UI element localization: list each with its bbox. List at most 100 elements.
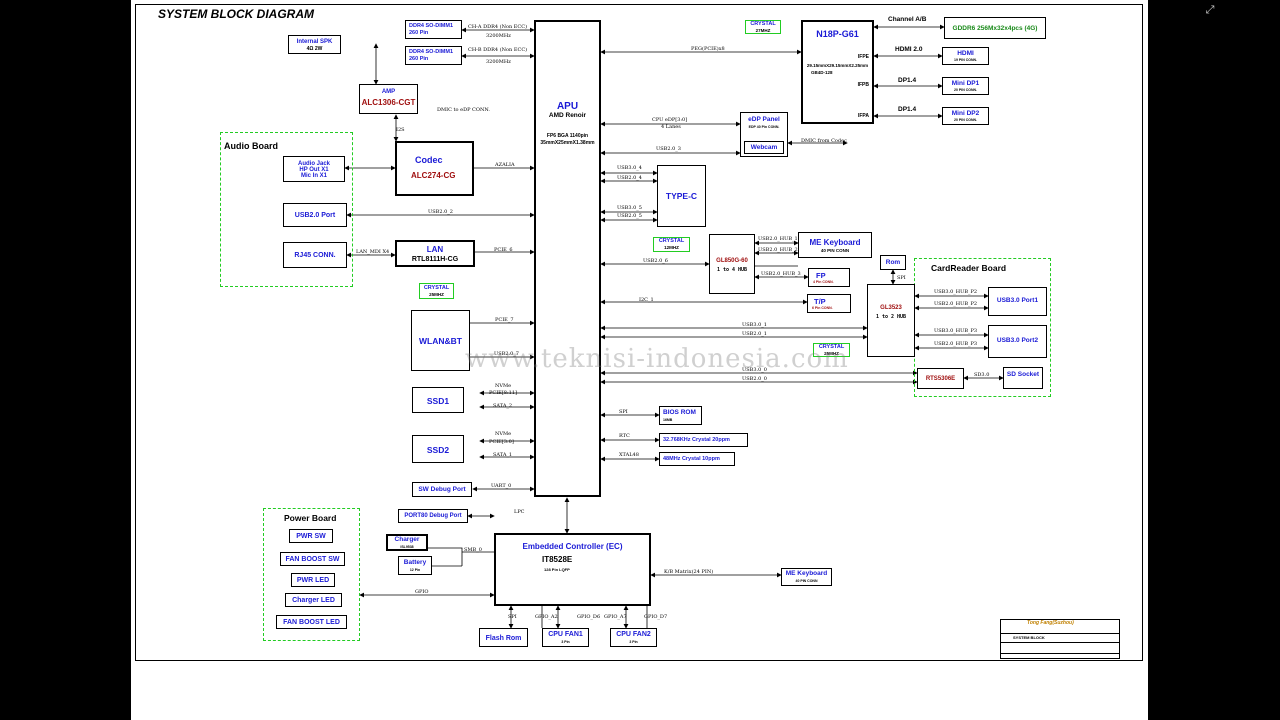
wlan-pcie-label: PCIE_7 <box>495 317 514 323</box>
amp-block[interactable]: AMP ALC1306-CGT <box>359 84 418 114</box>
bios-spi-label: SPI <box>619 409 628 415</box>
ec-block[interactable]: Embedded Controller (EC) IT8528E 128 Pin… <box>494 533 651 606</box>
edp-lanes-label: 4 Lanes <box>661 124 681 130</box>
charger-label: Charger <box>394 536 420 543</box>
cpu-fan2-block[interactable]: CPU FAN2 3 Pin <box>610 628 657 647</box>
port80-block[interactable]: PORT80 Debug Port <box>398 509 468 523</box>
charger-led-label: Charger LED <box>292 597 335 604</box>
touchpad-label: T/P <box>814 297 826 306</box>
ssd1-pcie: PCIE[8:11] <box>489 390 517 396</box>
speaker-spec: 4Ω 2W <box>306 46 323 52</box>
gddr6-block[interactable]: GDDR6 256Mx32x4pcs (4G) <box>944 17 1046 39</box>
fp-conn: 4 Pin CONN. <box>813 280 834 284</box>
codec-block[interactable]: Codec ALC274-CG <box>395 141 474 196</box>
lan-title: LAN <box>426 245 444 254</box>
fp-label: FP <box>816 271 826 280</box>
pwr-sw-block[interactable]: PWR SW <box>289 529 333 543</box>
ec-package: 128 Pin LQFP <box>544 567 570 572</box>
hub-port1-label: USB2.0_HUB_1 <box>758 236 798 242</box>
channel-label: Channel A/B <box>888 16 927 23</box>
cardreader-crystal-label: CRYSTAL <box>818 344 845 350</box>
debug-port-block[interactable]: SW Debug Port <box>412 482 472 497</box>
minidp1-block[interactable]: Mini DP1 20 PIN CONN. <box>942 77 989 95</box>
collapse-icon[interactable]: ⤢ <box>1205 4 1215 16</box>
rts5306e-block[interactable]: RTS5306E <box>917 368 964 389</box>
ssd2-label: SSD2 <box>426 445 450 455</box>
gl3523-block[interactable]: GL3523 1 to 2 HUB <box>867 284 915 357</box>
debug-port-label: SW Debug Port <box>418 486 466 493</box>
power-board-title: Power Board <box>284 513 337 523</box>
dimm-a-bus: CH-A DDR4 (Non ECC) <box>468 24 528 30</box>
gpu-crystal-label: CRYSTAL <box>750 21 776 27</box>
fp-block[interactable]: FP 4 Pin CONN. <box>808 268 850 287</box>
webcam-block[interactable]: Webcam <box>744 141 784 154</box>
ssd2-sata: SATA_1 <box>493 452 513 458</box>
diagram-title: SYSTEM BLOCK DIAGRAM <box>158 7 314 21</box>
rj45-block[interactable]: RJ45 CONN. <box>283 242 347 268</box>
me-keyboard-top-block[interactable]: ME Keyboard 40 PIN CONN <box>798 232 872 258</box>
hdmi-block[interactable]: HDMI 19 PIN CONN. <box>942 47 989 65</box>
battery-block[interactable]: Battery 12 Pin <box>398 556 432 575</box>
hdmi-bus-label: HDMI 2.0 <box>895 46 923 53</box>
ssd1-block[interactable]: SSD1 <box>412 387 464 413</box>
fan-boost-sw-block[interactable]: FAN BOOST SW <box>280 552 345 566</box>
dimm-a-block[interactable]: DDR4 SO-DIMM1 260 Pin <box>405 20 462 39</box>
cpu-fan1-label: CPU FAN1 <box>548 631 583 638</box>
typec-usb2-5: USB2.0_5 <box>617 213 642 219</box>
codec-title: Codec <box>415 155 443 165</box>
minidp2-conn: 20 PIN CONN. <box>954 118 977 122</box>
me-keyboard-bottom-block[interactable]: ME Keyboard 40 PIN CONN <box>781 568 832 586</box>
gpu-block[interactable]: N18P-G61 29.15mmX29.15mmX2.25mm GB4D-128… <box>801 20 874 124</box>
gpu-ifpa: IFPA <box>857 113 869 119</box>
cpu-fan1-block[interactable]: CPU FAN1 3 Pin <box>542 628 589 647</box>
usb3-port2-block[interactable]: USB3.0 Port2 <box>988 325 1047 358</box>
me-keyboard-bottom-label: ME Keyboard <box>785 570 828 577</box>
apu-package: FP6 BGA 1140pin <box>546 133 589 139</box>
usb2-port-block[interactable]: USB2.0 Port <box>283 203 347 227</box>
apu-block[interactable]: APU AMD Renoir FP6 BGA 1140pin 35mmX25mm… <box>534 20 601 497</box>
minidp2-label: Mini DP2 <box>951 110 980 117</box>
sd-socket-block[interactable]: SD Socket <box>1003 367 1043 389</box>
gpio-label: GPIO <box>415 589 429 595</box>
edp-panel-block[interactable]: eDP Panel EDP 40 Pin CONN. Webcam <box>740 112 788 157</box>
audio-jack-block[interactable]: Audio Jack HP Out X1 Mic In X1 <box>283 156 345 182</box>
title-block: Tong Fang(Suzhou) SYSTEM BLOCK <box>1000 619 1120 659</box>
ssd2-block[interactable]: SSD2 <box>412 435 464 463</box>
ssd2-nvme: NVMe <box>495 431 512 437</box>
lan-block[interactable]: LAN RTL8111H-CG <box>395 240 475 267</box>
wlan-block[interactable]: WLAN&BT <box>411 310 470 371</box>
audio-jack-l2: HP Out X1 <box>299 167 329 173</box>
lan-crystal: CRYSTAL 25MHZ <box>419 283 454 299</box>
usb2-3-label: USB2.0_3 <box>656 146 681 152</box>
typec-block[interactable]: TYPE-C <box>657 165 706 227</box>
speaker-block[interactable]: Internal SPK 4Ω 2W <box>288 35 341 54</box>
usb3-port1-block[interactable]: USB3.0 Port1 <box>988 287 1047 316</box>
gpio-a2-label: GPIO_A2 <box>535 614 558 620</box>
usb-hub-block[interactable]: GL850G-60 1 to 4 HUB <box>709 234 755 294</box>
fan-boost-led-block[interactable]: FAN BOOST LED <box>276 615 347 629</box>
minidp2-block[interactable]: Mini DP2 20 PIN CONN. <box>942 107 989 125</box>
hub-p3-usb2: USB2.0_HUB_P3 <box>934 341 978 347</box>
dp1-bus-label: DP1.4 <box>898 77 917 84</box>
amp-label: AMP <box>381 89 396 95</box>
touchpad-block[interactable]: T/P 6 Pin CONN. <box>807 294 851 313</box>
dimm-b-block[interactable]: DDR4 SO-DIMM1 260 Pin <box>405 46 462 65</box>
pwr-led-block[interactable]: PWR LED <box>291 573 335 587</box>
charger-block[interactable]: Charger ISL9538 <box>386 534 428 551</box>
typec-usb3-4: USB3.0_4 <box>617 165 642 171</box>
dmic-label: DMIC to eDP CONN. <box>437 107 490 113</box>
audio-board-title: Audio Board <box>224 141 278 151</box>
typec-label: TYPE-C <box>665 191 698 201</box>
rom-block[interactable]: Rom <box>880 255 906 270</box>
apu-dimensions: 35mmX25mmX1.38mm <box>540 140 595 146</box>
battery-pins: 12 Pin <box>409 568 421 572</box>
flash-rom-block[interactable]: Flash Rom <box>479 628 528 647</box>
me-keyboard-bottom-conn: 40 PIN CONN <box>795 579 818 583</box>
charger-led-block[interactable]: Charger LED <box>285 593 342 607</box>
lan-bus-label: PCIE_6 <box>494 247 513 253</box>
bios-rom-block[interactable]: BIOS ROM 16MB <box>659 406 702 425</box>
xtal48-crystal-block[interactable]: 48MHz Crystal 10ppm <box>659 452 735 466</box>
rtc-crystal-block[interactable]: 32.768KHz Crystal 20ppm <box>659 433 748 447</box>
audio-jack-l1: Audio Jack <box>297 161 330 167</box>
usb3-port2-label: USB3.0 Port2 <box>996 337 1039 344</box>
